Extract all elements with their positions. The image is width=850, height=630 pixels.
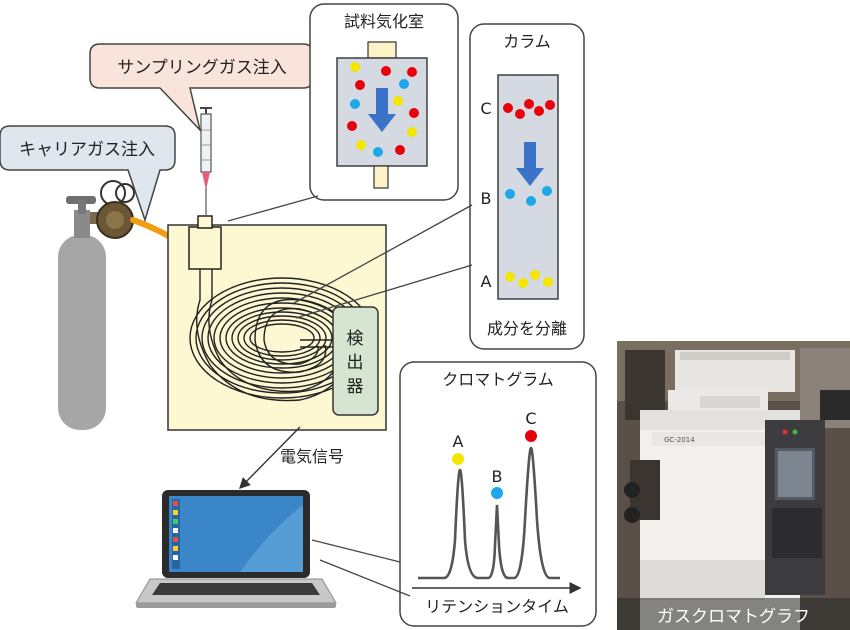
zone-label-a: A <box>481 272 492 291</box>
callout-carrier-gas: キャリアガス注入 <box>0 125 176 223</box>
detector <box>332 306 379 416</box>
vaporization-chamber-panel: 試料気化室 <box>227 3 459 222</box>
injection-port <box>188 226 222 270</box>
gc-instrument-photo: GC-2014 <box>617 341 850 630</box>
chromatogram-trace <box>418 446 560 580</box>
electric-signal-label: 電気信号 <box>280 447 344 466</box>
laptop <box>135 490 337 608</box>
photo-caption: ガスクロマトグラフ <box>617 598 850 630</box>
zone-label-b: B <box>481 189 492 208</box>
peak-label-a: A <box>453 432 464 451</box>
retention-time-label: リテンションタイム <box>425 597 569 616</box>
column-flow-arrow-icon <box>516 142 544 186</box>
chromatogram-title: クロマトグラム <box>442 370 554 389</box>
gas-cylinder <box>58 196 106 430</box>
column-panel: カラム C B A 成分を分離 <box>293 23 585 350</box>
flow-arrow-icon <box>368 88 396 132</box>
peak-label-b: B <box>492 467 503 486</box>
syringe <box>200 107 212 216</box>
signal-arrow <box>239 426 301 489</box>
pressure-regulator <box>90 180 135 239</box>
zone-label-c: C <box>480 99 491 118</box>
separate-components-label: 成分を分離 <box>487 319 567 338</box>
detector-label-1: 検 <box>347 329 364 349</box>
carrier-gas-label: キャリアガス注入 <box>19 140 155 160</box>
chromatogram-panel: クロマトグラム A B C リテンションタイム <box>311 361 597 627</box>
peak-label-c: C <box>525 409 536 428</box>
detector-label-2: 出 <box>347 353 364 373</box>
detector-label-3: 器 <box>347 377 364 397</box>
carrier-gas-hose <box>130 217 175 241</box>
column-title: カラム <box>503 32 551 51</box>
photo-model-label: GC-2014 <box>664 436 695 444</box>
vaporization-chamber-title: 試料気化室 <box>344 12 424 31</box>
sampling-gas-label: サンプリングガス注入 <box>117 58 287 78</box>
